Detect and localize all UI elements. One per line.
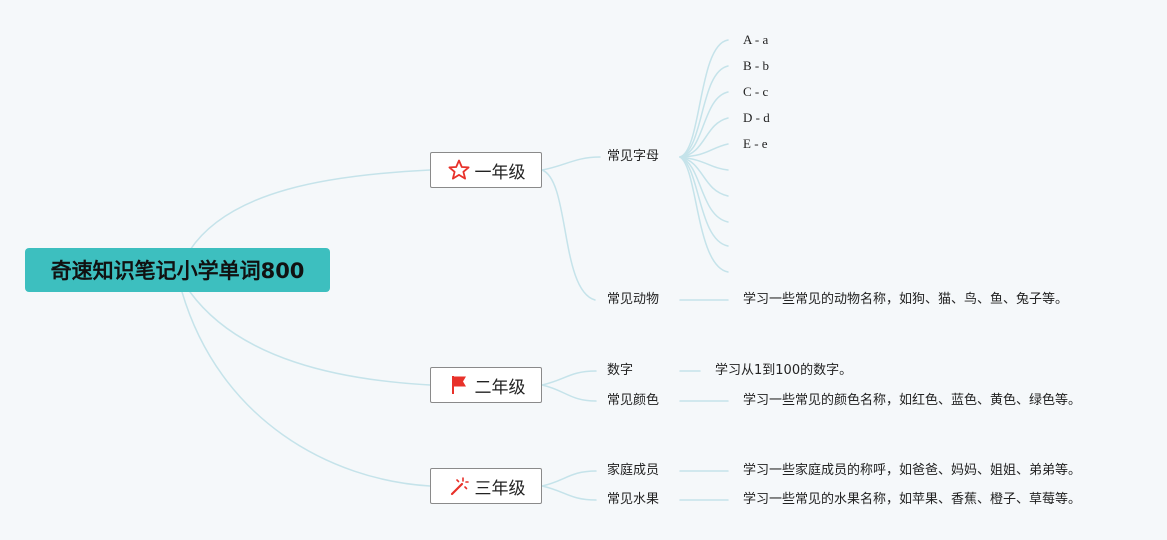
- detail-animals[interactable]: 学习一些常见的动物名称，如狗、猫、鸟、鱼、兔子等。: [743, 292, 1069, 307]
- link-grade3-fruits: [541, 485, 597, 501]
- topic-letters[interactable]: 常见字母: [607, 149, 660, 164]
- root-node[interactable]: 奇速知识笔记小学单词800: [25, 248, 330, 292]
- letter-item-a[interactable]: A - a: [743, 32, 769, 47]
- letter-item-e[interactable]: E - e: [743, 136, 768, 151]
- detail-fruits[interactable]: 学习一些常见的水果名称，如苹果、香蕉、橙子、草莓等。: [743, 492, 1082, 507]
- grade-node-3[interactable]: 三年级: [430, 468, 542, 504]
- link-grade1-animals: [541, 169, 596, 301]
- link-root-grade3: [181, 291, 431, 487]
- grade-label-3: 三年级: [474, 478, 526, 499]
- link-root-grade1: [189, 169, 431, 251]
- magic-wand-icon: [447, 474, 471, 498]
- link-grade1-letters: [541, 156, 601, 171]
- detail-colors[interactable]: 学习一些常见的颜色名称，如红色、蓝色、黄色、绿色等。: [743, 393, 1082, 408]
- grade-label-1: 一年级: [474, 162, 526, 183]
- letter-item-d[interactable]: D - d: [743, 110, 770, 125]
- grade-label-2: 二年级: [474, 377, 526, 398]
- topic-animals[interactable]: 常见动物: [607, 292, 660, 307]
- flag-icon: [447, 373, 471, 397]
- link-root-grade2: [189, 291, 431, 386]
- detail-numbers[interactable]: 学习从1到100的数字。: [715, 363, 853, 378]
- link-grade3-family: [541, 470, 597, 487]
- letter-item-b[interactable]: B - b: [743, 58, 769, 73]
- topic-numbers[interactable]: 数字: [607, 363, 634, 378]
- grade-node-2[interactable]: 二年级: [430, 367, 542, 403]
- root-title: 奇速知识笔记小学单词800: [50, 259, 305, 283]
- link-grade2-numbers: [541, 370, 597, 386]
- letter-item-c[interactable]: C - c: [743, 84, 769, 99]
- star-icon: [447, 158, 471, 182]
- topic-fruits[interactable]: 常见水果: [607, 492, 660, 507]
- link-grade2-colors: [541, 384, 597, 402]
- topic-colors[interactable]: 常见颜色: [607, 393, 660, 408]
- topic-family[interactable]: 家庭成员: [607, 463, 660, 478]
- detail-family[interactable]: 学习一些家庭成员的称呼，如爸爸、妈妈、姐姐、弟弟等。: [743, 463, 1082, 478]
- grade-node-1[interactable]: 一年级: [430, 152, 542, 188]
